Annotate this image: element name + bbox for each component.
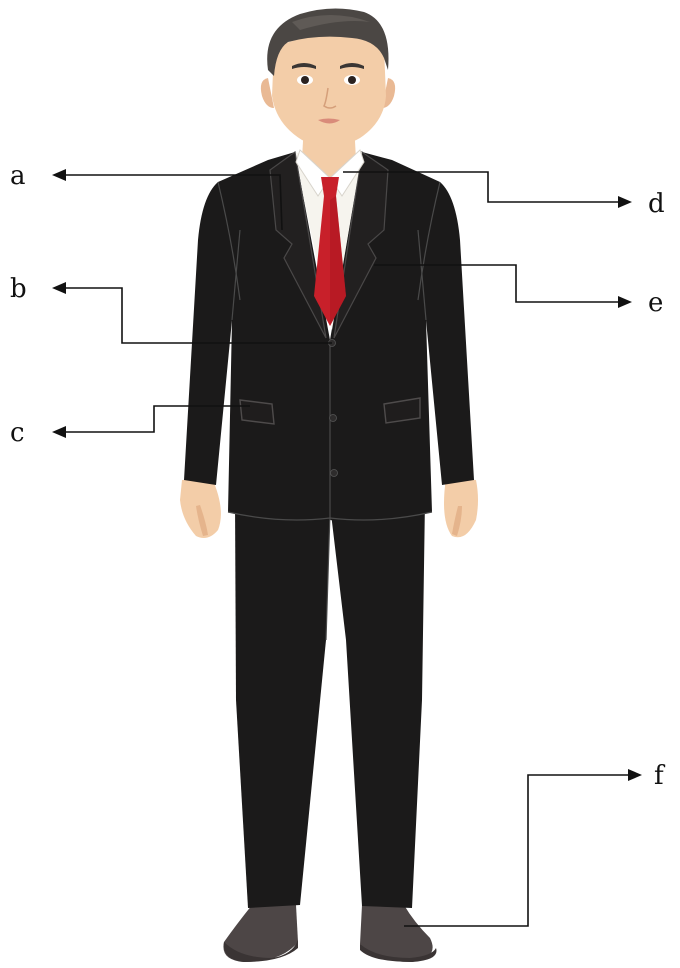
pocket-flap-left <box>239 399 275 425</box>
callout-f: f <box>404 761 666 927</box>
jacket <box>184 150 474 523</box>
arrow-left-icon <box>52 282 66 294</box>
callout-a: a <box>10 161 283 231</box>
arrow-left-icon <box>52 169 66 181</box>
callout-b: b <box>10 274 332 344</box>
jacket-button-3 <box>330 469 338 477</box>
man-in-suit-illustration <box>180 8 478 962</box>
label-f: f <box>654 761 666 791</box>
lapel-right <box>333 150 389 339</box>
trouser-left-leg <box>235 500 330 908</box>
arrow-right-icon <box>618 296 632 308</box>
shoe-left <box>223 905 298 962</box>
trousers <box>235 500 425 908</box>
shoes <box>223 905 437 962</box>
leader-line-b <box>64 287 332 344</box>
arrow-right-icon <box>618 196 632 208</box>
leader-line-d <box>343 171 620 203</box>
face <box>272 35 386 147</box>
label-a: a <box>10 161 26 191</box>
jacket-body <box>184 152 474 523</box>
jacket-button-2 <box>329 414 337 422</box>
ear-left <box>260 78 274 108</box>
tie-knot <box>321 177 339 196</box>
pocket-flap-right <box>383 397 421 424</box>
head <box>260 8 396 147</box>
necktie <box>314 177 346 326</box>
leader-line-f <box>404 774 630 927</box>
arrow-left-icon <box>52 426 66 438</box>
leader-line-a <box>64 174 283 231</box>
label-b: b <box>10 274 27 304</box>
hands <box>180 478 478 538</box>
mouth <box>318 118 340 124</box>
callout-d: d <box>343 171 665 219</box>
lapel-left <box>269 150 327 339</box>
shoe-right <box>360 905 433 962</box>
callouts: a b c d e f <box>10 161 666 927</box>
trouser-right-leg <box>330 500 425 908</box>
arrow-right-icon <box>628 769 642 781</box>
tie-blade <box>314 196 346 326</box>
label-e: e <box>648 288 663 318</box>
leader-line-e <box>374 264 620 303</box>
callout-e: e <box>374 264 663 318</box>
shirt-collar <box>295 149 365 197</box>
label-d: d <box>648 189 665 219</box>
callout-c: c <box>10 405 250 448</box>
label-c: c <box>10 418 25 448</box>
leader-line-c <box>64 405 250 433</box>
